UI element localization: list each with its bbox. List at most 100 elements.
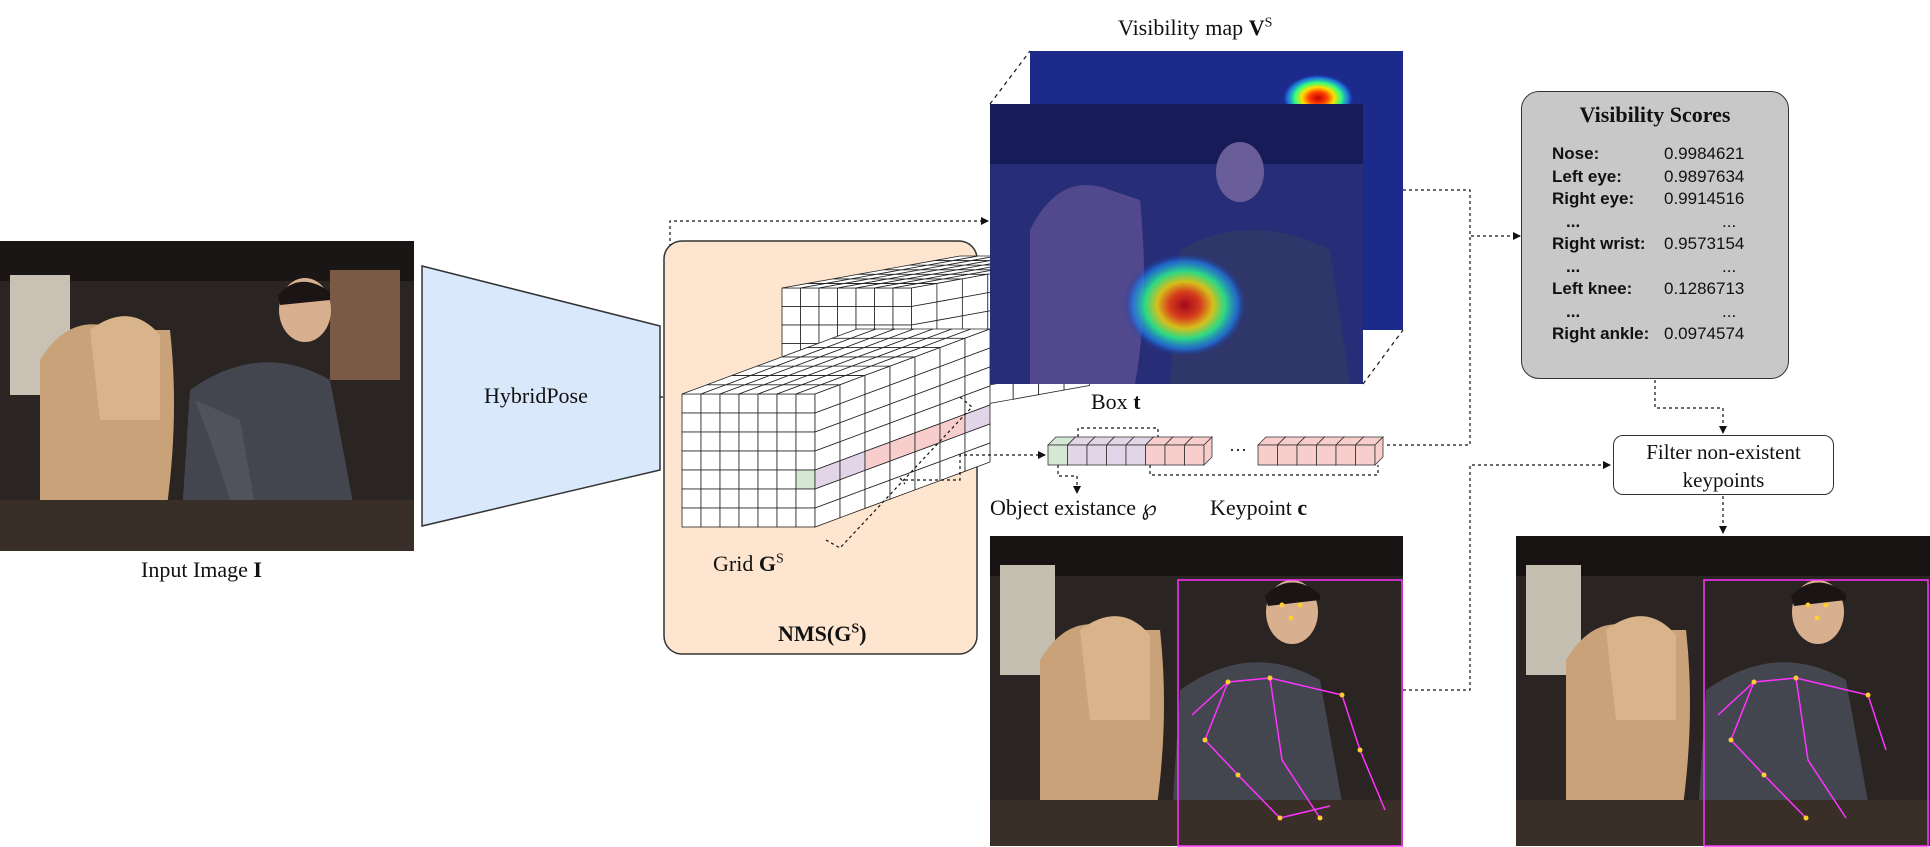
input-image-label: Input Image I (141, 557, 262, 582)
grid-cell (738, 393, 759, 414)
filter-label-line2: keypoints (1682, 468, 1765, 492)
vector-ellipsis: ··· (1229, 440, 1247, 460)
grid-cell (681, 488, 702, 509)
grid-cell (781, 324, 801, 344)
grid-cell (681, 393, 702, 414)
visibility-score-value: ... (1722, 256, 1737, 276)
grid-cell (757, 469, 778, 490)
vector-cell (1296, 444, 1317, 466)
visibility-score-row: Right eye:0.9914516 (1552, 189, 1782, 211)
visibility-score-row: ...... (1552, 257, 1782, 279)
grid-cell (776, 488, 797, 509)
keypoint-name: Right eye: (1552, 189, 1635, 208)
vector-cell (1203, 436, 1213, 466)
keypoint-name: ... (1566, 301, 1581, 321)
grid-cell (681, 431, 702, 452)
grid-cell (795, 431, 816, 452)
grid-cell (892, 287, 912, 307)
grid-cell (892, 306, 912, 326)
visibility-score-row: Left knee: 0.1286713 (1552, 279, 1782, 301)
grid-cell (757, 507, 778, 528)
grid-cell (738, 507, 759, 528)
visibility-score-row: Right ankle: 0.0974574 (1552, 324, 1782, 346)
vector-cell (1067, 444, 1088, 466)
visibility-score-value: 0.9573154 (1664, 234, 1745, 253)
grid-cell (837, 306, 857, 326)
keypoint-name: Right ankle: (1552, 324, 1650, 343)
grid-cell (719, 469, 740, 490)
grid-cell (681, 412, 702, 433)
visibility-score-row: Nose: 0.9984621 (1552, 144, 1782, 166)
visibility-score-value: ... (1722, 211, 1737, 231)
vector-cell (1145, 444, 1166, 466)
grid-cell (738, 450, 759, 471)
keypoint-bracket (1149, 465, 1379, 476)
grid-cell (738, 488, 759, 509)
pose-image-middle (990, 536, 1403, 847)
vector-cell (1086, 444, 1107, 466)
grid-cell (681, 507, 702, 528)
vector-cell (1106, 444, 1127, 466)
grid-cell (795, 393, 816, 414)
keypoint-name: Right wrist: (1552, 234, 1646, 253)
visibility-score-value: ... (1722, 301, 1737, 321)
grid-label: Grid GS (713, 551, 784, 576)
hybridpose-label: HybridPose (484, 383, 588, 408)
visibility-score-row: Left eye:0.9897634 (1552, 167, 1782, 189)
keypoint-name: Left knee: (1552, 279, 1633, 298)
keypoint-name: Left eye: (1552, 166, 1622, 186)
grid-cube-front (681, 328, 991, 528)
visibility-score-value: 0.1286713 (1664, 279, 1745, 298)
grid-cell (800, 287, 820, 307)
visibility-score-value: 0.9984621 (1664, 144, 1745, 163)
visibility-map-label: Visibility map VS (1118, 15, 1273, 40)
grid-cell (719, 393, 740, 414)
visibility-score-value: 0.0974574 (1664, 324, 1745, 343)
grid-cell (818, 287, 838, 307)
grid-cell (776, 450, 797, 471)
keypoint-name: ... (1566, 211, 1581, 231)
grid-cell (738, 469, 759, 490)
grid-cell (738, 431, 759, 452)
grid-cell (757, 450, 778, 471)
grid-cell (800, 306, 820, 326)
vector-cell (1374, 436, 1384, 466)
vector-cell (1257, 444, 1278, 466)
grid-cell (757, 393, 778, 414)
filter-keypoints-box: Filter non-existent keypoints (1613, 435, 1834, 495)
grid-cell (818, 306, 838, 326)
grid-cell (757, 412, 778, 433)
grid-cell (700, 412, 721, 433)
vector-cell (1316, 444, 1337, 466)
grid-cell (795, 450, 816, 471)
vector-cell (1355, 444, 1376, 466)
grid-cell (776, 469, 797, 490)
grid-cell (681, 450, 702, 471)
grid-cell (795, 469, 816, 490)
output-vector (1047, 436, 1384, 466)
grid-cell (700, 488, 721, 509)
grid-cell (719, 431, 740, 452)
grid-cell (855, 306, 875, 326)
grid-cell (700, 469, 721, 490)
keypoint-name: Nose: (1552, 144, 1600, 163)
hybridpose-block (421, 265, 661, 527)
grid-cell (964, 442, 991, 472)
input-image (0, 241, 414, 551)
filter-label-line1: Filter non-existent (1646, 440, 1801, 464)
grid-cell (700, 431, 721, 452)
grid-cell (757, 431, 778, 452)
visibility-score-row: ...... (1552, 302, 1782, 324)
box-bracket (1077, 427, 1159, 437)
vector-cell (1184, 444, 1205, 466)
grid-cell (681, 469, 702, 490)
visibility-map (989, 50, 1404, 385)
pose-image-filtered (1516, 536, 1930, 847)
grid-cell (757, 488, 778, 509)
vector-cell (1277, 444, 1298, 466)
grid-cell (855, 287, 875, 307)
grid-cell (795, 488, 816, 509)
vector-cell (1125, 444, 1146, 466)
